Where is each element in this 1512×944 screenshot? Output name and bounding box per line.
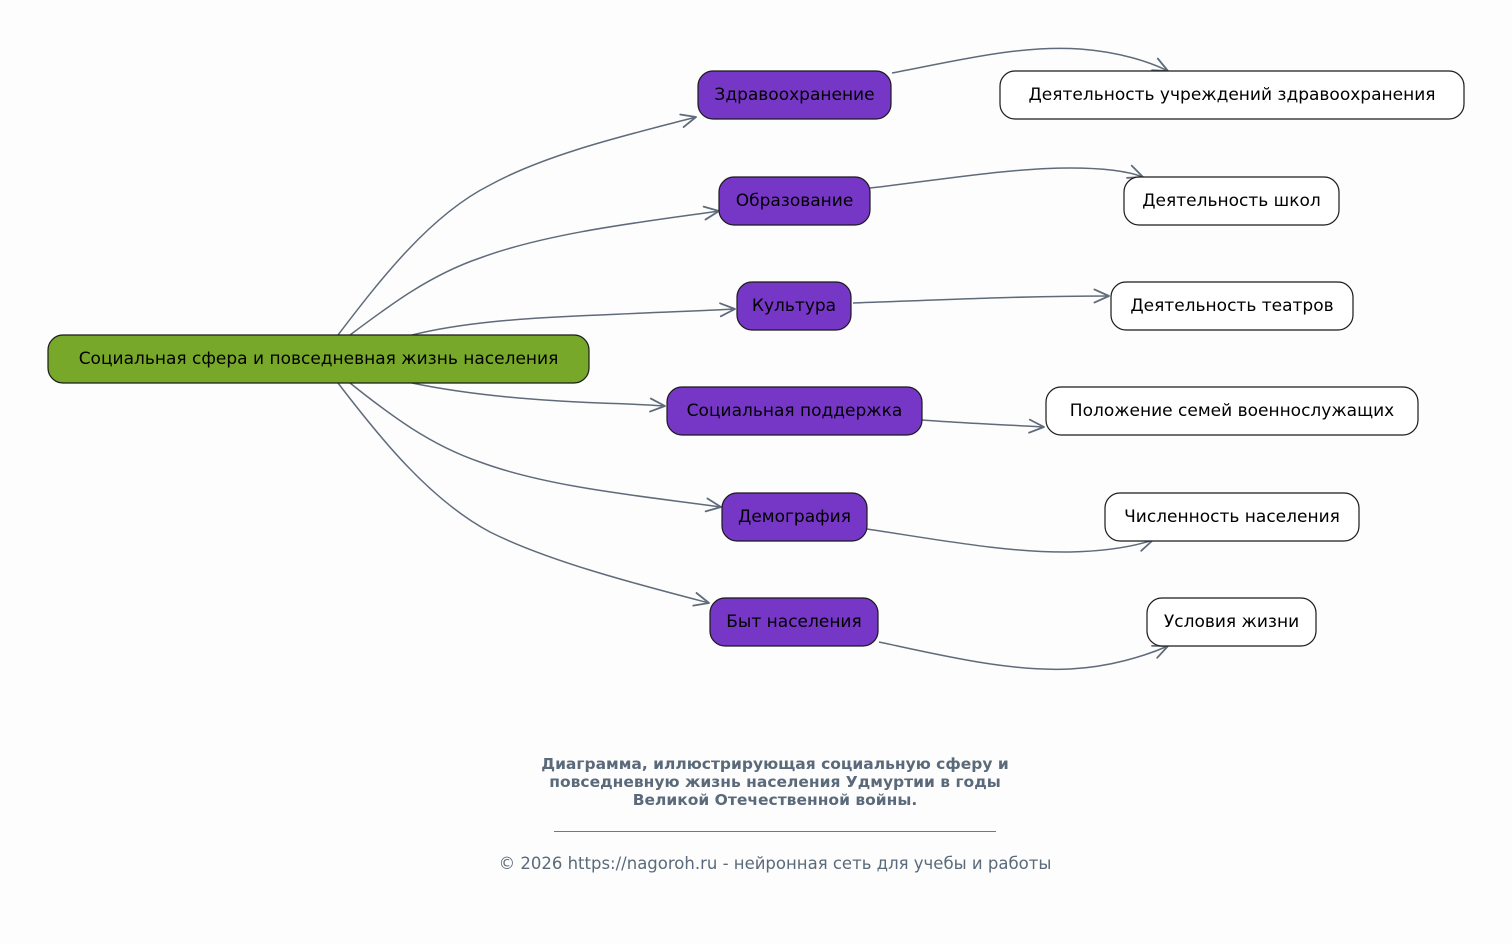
category-node-health-label: Здравоохранение (714, 85, 874, 105)
edge-social-support-to-military-families-line (921, 419, 1045, 428)
caption-title: Диаграмма, иллюстрирующая социальную сфе… (541, 755, 1009, 809)
caption-divider (554, 831, 996, 832)
category-node-culture[interactable]: Культура (736, 281, 852, 331)
category-node-demography[interactable]: Демография (721, 492, 868, 542)
category-node-social-support-label: Социальная поддержка (687, 401, 903, 421)
edge-education-to-schools (869, 164, 1144, 189)
category-node-education-label: Образование (736, 191, 854, 211)
edge-root-to-demography (349, 382, 722, 513)
leaf-node-schools[interactable]: Деятельность школ (1123, 176, 1340, 226)
edge-root-to-demography-arrowhead-icon (704, 497, 722, 513)
edge-root-to-culture-arrowhead-icon (719, 302, 736, 318)
edge-health-to-health-activity-line (891, 47, 1169, 74)
leaf-node-health-activity-label: Деятельность учреждений здравоохранения (1029, 85, 1436, 105)
category-node-education[interactable]: Образование (718, 176, 871, 226)
leaf-node-health-activity-box (999, 70, 1465, 120)
edge-root-to-culture-line (411, 308, 736, 336)
leaf-node-population-label: Численность населения (1124, 507, 1340, 527)
edge-root-to-social-support (411, 382, 666, 413)
leaf-node-theatres-box (1110, 281, 1354, 331)
category-node-demography-box (721, 492, 868, 542)
edge-daily-life-to-living-conditions (878, 641, 1169, 671)
edge-social-support-to-military-families-arrowhead-icon (1028, 418, 1045, 434)
edge-demography-to-population-line (866, 528, 1154, 553)
leaf-node-population-box (1104, 492, 1360, 542)
category-node-education-box (718, 176, 871, 226)
leaf-node-theatres[interactable]: Деятельность театров (1110, 281, 1354, 331)
leaf-node-military-families[interactable]: Положение семей военнослужащих (1045, 386, 1419, 436)
edge-root-to-social-support-line (411, 382, 666, 407)
leaf-node-military-families-box (1045, 386, 1419, 436)
root-node-box (47, 334, 590, 384)
category-node-culture-box (736, 281, 852, 331)
edge-root-to-daily-life-arrowhead-icon (692, 592, 710, 607)
edge-health-to-health-activity (891, 47, 1169, 74)
leaf-node-living-conditions-label: Условия жизни (1164, 612, 1299, 632)
root-node[interactable]: Социальная сфера и повседневная жизнь на… (47, 334, 590, 384)
diagram-caption: Диаграмма, иллюстрирующая социальную сфе… (480, 755, 1070, 873)
leaf-node-population[interactable]: Численность населения (1104, 492, 1360, 542)
category-node-daily-life-box (709, 597, 879, 647)
edge-root-to-education (349, 205, 720, 336)
edge-root-to-education-line (349, 210, 720, 336)
category-node-health-box (697, 70, 892, 120)
edge-daily-life-to-living-conditions-line (878, 641, 1169, 671)
leaf-node-living-conditions[interactable]: Условия жизни (1146, 597, 1317, 647)
edge-culture-to-theatres-line (852, 295, 1110, 304)
category-node-social-support[interactable]: Социальная поддержка (666, 386, 923, 436)
edge-root-to-health-arrowhead-icon (679, 113, 697, 128)
category-node-health[interactable]: Здравоохранение (697, 70, 892, 120)
edge-root-to-daily-life-line (337, 382, 710, 604)
category-node-daily-life-label: Быт населения (726, 612, 861, 632)
category-node-culture-label: Культура (752, 296, 836, 316)
edge-root-to-daily-life (337, 382, 710, 607)
root-node-label: Социальная сфера и повседневная жизнь на… (79, 349, 559, 369)
leaf-node-schools-box (1123, 176, 1340, 226)
category-node-social-support-box (666, 386, 923, 436)
leaf-node-health-activity[interactable]: Деятельность учреждений здравоохранения (999, 70, 1465, 120)
caption-footer: © 2026 https://nagoroh.ru - нейронная се… (498, 854, 1052, 873)
leaf-node-theatres-label: Деятельность театров (1130, 296, 1333, 316)
edge-root-to-health-line (337, 116, 697, 336)
edge-social-support-to-military-families (921, 418, 1045, 434)
leaf-node-schools-label: Деятельность школ (1142, 191, 1321, 211)
edge-root-to-social-support-arrowhead-icon (649, 397, 666, 413)
edge-root-to-culture (411, 302, 736, 336)
edges-layer (337, 47, 1169, 671)
edge-culture-to-theatres-arrowhead-icon (1093, 288, 1110, 304)
edge-root-to-health (337, 113, 697, 336)
leaf-node-living-conditions-box (1146, 597, 1317, 647)
edge-culture-to-theatres (852, 288, 1110, 304)
edge-root-to-demography-line (349, 382, 722, 508)
leaf-node-military-families-label: Положение семей военнослужащих (1070, 401, 1394, 421)
category-node-daily-life[interactable]: Быт населения (709, 597, 879, 647)
nodes-layer: Социальная сфера и повседневная жизнь на… (47, 70, 1465, 647)
edge-education-to-schools-line (869, 167, 1144, 189)
category-node-demography-label: Демография (738, 507, 851, 527)
